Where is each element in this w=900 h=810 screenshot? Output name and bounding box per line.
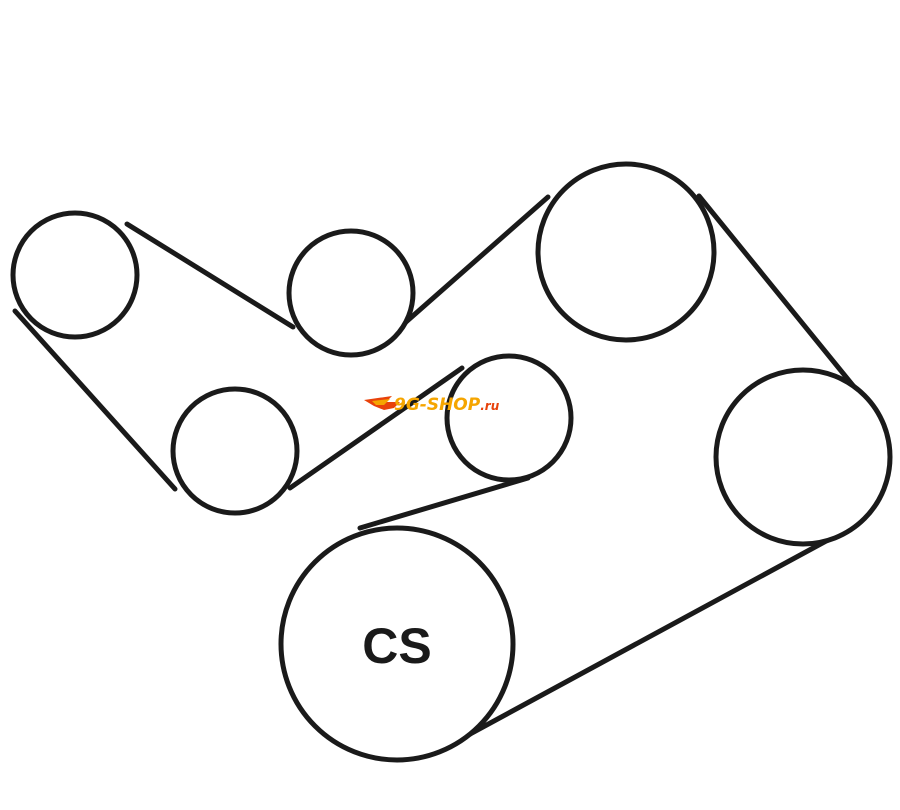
belt-segment: [357, 475, 531, 531]
belt-segment: [696, 193, 858, 391]
belt: [12, 193, 858, 737]
belt-segment: [395, 194, 551, 332]
pulley-top-right: [535, 161, 717, 343]
belt-segment: [287, 365, 465, 491]
belt-segment: [467, 531, 842, 737]
belt-segment: [124, 221, 296, 330]
crankshaft-label: CS: [362, 618, 431, 674]
watermark-text: 9G-SHOP.ru: [394, 395, 500, 415]
watermark-logo: 9G-SHOP.ru: [364, 395, 500, 415]
pulley-upper-left: [10, 210, 140, 340]
pulleys: [10, 161, 893, 763]
belt-segment: [12, 308, 178, 492]
pulley-upper-middle: [286, 228, 416, 358]
flame-highlight-icon: [372, 399, 390, 405]
pulley-crankshaft: [278, 525, 516, 763]
pulley-center: [444, 353, 574, 483]
watermark-suffix: .ru: [480, 399, 499, 413]
pulley-lower-left: [170, 386, 300, 516]
pulley-right: [713, 367, 893, 547]
watermark-main: 9G-SHOP: [394, 395, 481, 415]
